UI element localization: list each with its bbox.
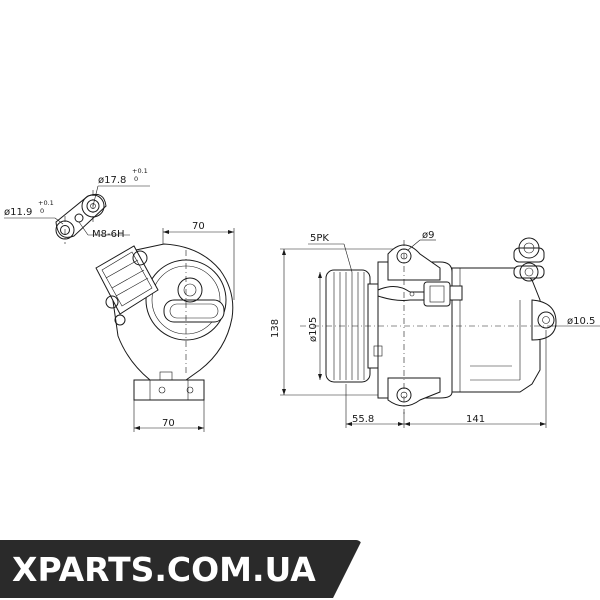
thread-label: M8-6H xyxy=(92,229,124,240)
dia-small-tol-upper: +0.1 xyxy=(38,199,54,207)
pulley-offset-label: 55.8 xyxy=(352,414,374,425)
fitting-detail xyxy=(4,185,150,244)
width-bottom-label: 70 xyxy=(162,418,175,429)
dia-large-tol-lower: 0 xyxy=(134,175,138,183)
height-label: 138 xyxy=(270,319,281,338)
mount-dia-label: ø10.5 xyxy=(567,316,595,327)
width-top-label: 70 xyxy=(192,221,205,232)
pulley-dia-label: ø105 xyxy=(308,317,319,342)
dia-large-tol-upper: +0.1 xyxy=(132,167,148,175)
belt-label: 5PK xyxy=(310,233,329,244)
hole-dia-label: ø9 xyxy=(422,230,434,241)
front-view xyxy=(95,228,235,432)
dia-small-fitting-label: ø11.9 xyxy=(4,207,32,218)
dia-large-fitting-label: ø17.8 xyxy=(98,175,126,186)
length-label: 141 xyxy=(466,414,485,425)
dia-small-tol-lower: 0 xyxy=(40,207,44,215)
watermark-text: XPARTS.COM.UA xyxy=(12,550,316,589)
side-view xyxy=(280,237,600,428)
watermark-banner: XPARTS.COM.UA xyxy=(0,540,362,598)
